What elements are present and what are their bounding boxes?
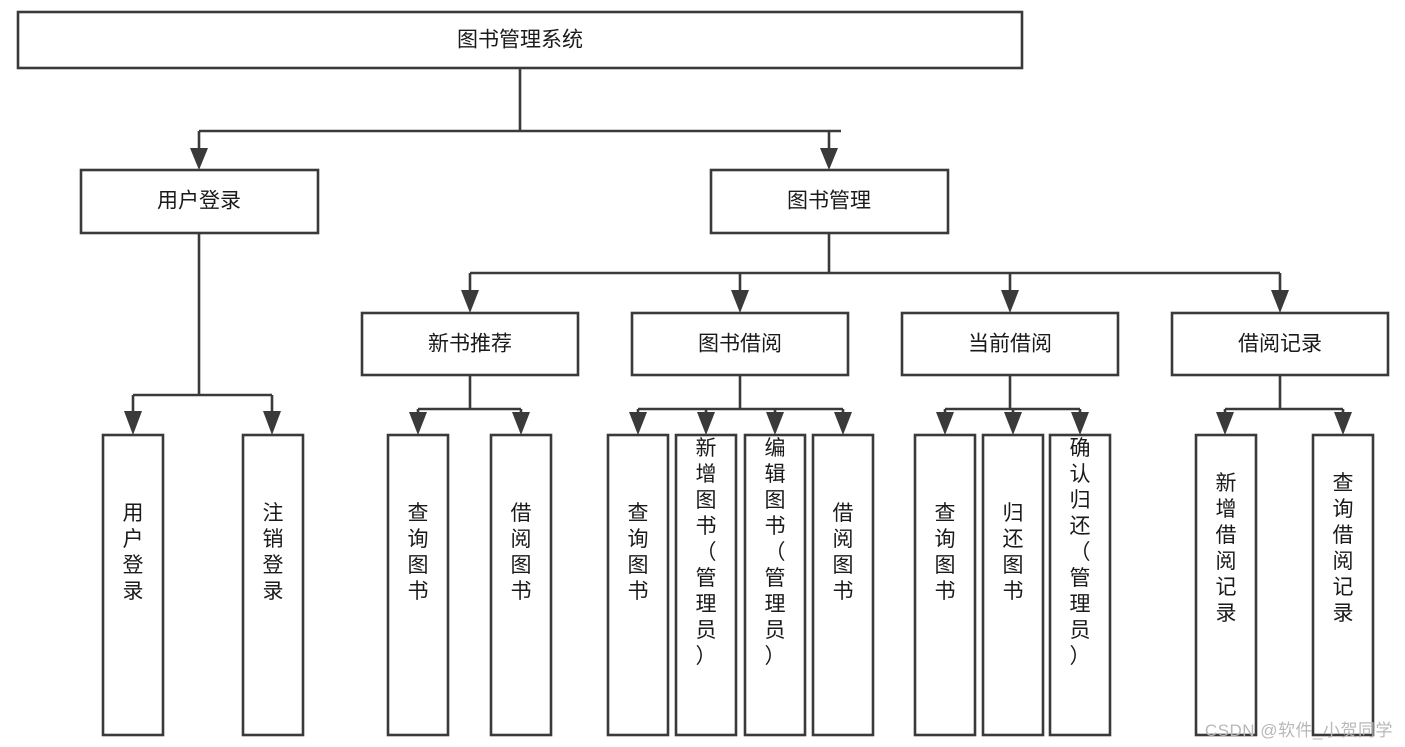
node-leaf-add-book-box[interactable] (674, 433, 738, 737)
node-leaf-add-book[interactable]: 新增图书（管理员） (674, 433, 738, 737)
node-leaf-query-book-2[interactable]: 查询图书 (606, 433, 670, 737)
node-book-management-box[interactable] (709, 168, 950, 235)
arrow-leaf-add-record (1216, 412, 1234, 435)
arrow-leaf-query-book-2 (629, 412, 647, 435)
node-leaf-user-login-label: 用户登录 (123, 502, 144, 603)
node-new-book-recommend-box[interactable] (360, 311, 580, 377)
node-leaf-query-book-1[interactable]: 查询图书 (386, 433, 450, 737)
node-current-borrow-label: 当前借阅 (968, 333, 1052, 356)
node-root-label: 图书管理系统 (457, 29, 583, 52)
node-book-borrow-box[interactable] (630, 311, 850, 377)
node-leaf-user-logout[interactable]: 注销登录 (241, 433, 305, 737)
node-leaf-borrow-book-1-box[interactable] (489, 433, 553, 737)
arrow-book-borrow (731, 290, 749, 313)
node-leaf-return-book[interactable]: 归还图书 (981, 433, 1045, 737)
node-new-book-recommend[interactable]: 新书推荐 (360, 311, 580, 377)
arrow-leaf-user-login (124, 411, 142, 435)
arrow-book-management (820, 148, 838, 170)
connector-group-newbook-to-leaves (409, 375, 530, 435)
connector-group-root-to-level2 (190, 68, 841, 170)
node-leaf-query-book-1-box[interactable] (386, 433, 450, 737)
node-leaf-query-book-2-label: 查询图书 (628, 502, 649, 603)
arrow-leaf-query-book-1 (409, 412, 427, 435)
connector-group-currentborrow-to-leaves (936, 375, 1089, 435)
node-book-management-label: 图书管理 (787, 190, 871, 213)
node-leaf-query-book-3-label: 查询图书 (935, 502, 956, 603)
arrow-user-login (190, 148, 208, 170)
node-leaf-return-book-box[interactable] (981, 433, 1045, 737)
arrow-leaf-borrow-book-2 (834, 412, 852, 435)
node-user-login-label: 用户登录 (157, 190, 241, 213)
node-leaf-confirm-return-label: 确认归还（管理员） (1070, 437, 1091, 668)
arrow-leaf-user-logout (263, 411, 281, 435)
arrow-leaf-edit-book (766, 412, 784, 435)
node-user-login-box[interactable] (79, 168, 320, 235)
node-book-management[interactable]: 图书管理 (709, 168, 950, 235)
connector-group-userlogin-to-leaves (124, 233, 281, 435)
connector-group-bookborrow-to-leaves (629, 375, 852, 435)
node-leaf-query-book-3-box[interactable] (913, 433, 977, 737)
arrow-leaf-return-book (1004, 412, 1022, 435)
node-leaf-query-record-label: 查询借阅记录 (1333, 472, 1354, 625)
connector-group-borrowrecord-to-leaves (1216, 375, 1352, 435)
arrow-current-borrow (1001, 290, 1019, 313)
node-leaf-edit-book-box[interactable] (743, 433, 807, 737)
node-leaf-confirm-return[interactable]: 确认归还（管理员） (1048, 433, 1112, 737)
node-user-login[interactable]: 用户登录 (79, 168, 320, 235)
node-leaf-borrow-book-2-box[interactable] (811, 433, 875, 737)
node-leaf-add-record[interactable]: 新增借阅记录 (1194, 433, 1258, 737)
node-leaf-edit-book-label: 编辑图书（管理员） (765, 437, 786, 668)
node-leaf-add-record-box[interactable] (1194, 433, 1258, 737)
arrow-leaf-query-record (1334, 412, 1352, 435)
arrow-borrow-record (1271, 290, 1289, 313)
node-root-box[interactable] (16, 10, 1024, 70)
arrow-new-book-recommend (461, 290, 479, 313)
arrow-leaf-add-book (697, 412, 715, 435)
node-book-borrow[interactable]: 图书借阅 (630, 311, 850, 377)
node-leaf-user-logout-box[interactable] (241, 433, 305, 737)
node-leaf-borrow-book-1-label: 借阅图书 (511, 502, 532, 603)
node-leaf-return-book-label: 归还图书 (1003, 502, 1024, 603)
node-borrow-record-box[interactable] (1170, 311, 1390, 377)
node-current-borrow-box[interactable] (900, 311, 1120, 377)
node-leaf-add-record-label: 新增借阅记录 (1216, 472, 1237, 625)
node-leaf-user-login-box[interactable] (101, 433, 165, 737)
node-leaf-query-record[interactable]: 查询借阅记录 (1311, 433, 1375, 737)
arrow-leaf-query-book-3 (936, 412, 954, 435)
node-borrow-record[interactable]: 借阅记录 (1170, 311, 1390, 377)
connector-group-bookmanagement-to-level3 (461, 233, 1289, 313)
node-current-borrow[interactable]: 当前借阅 (900, 311, 1120, 377)
csdn-watermark: CSDN @软件_小贺同学 (1204, 721, 1393, 740)
node-leaf-borrow-book-2[interactable]: 借阅图书 (811, 433, 875, 737)
node-leaf-query-book-1-label: 查询图书 (408, 502, 429, 603)
node-leaf-add-book-label: 新增图书（管理员） (696, 437, 717, 668)
node-book-borrow-label: 图书借阅 (698, 333, 782, 356)
node-leaf-borrow-book-1[interactable]: 借阅图书 (489, 433, 553, 737)
node-leaf-user-login[interactable]: 用户登录 (101, 433, 165, 737)
arrow-leaf-confirm-return (1071, 412, 1089, 435)
node-new-book-recommend-label: 新书推荐 (428, 333, 512, 356)
node-leaf-query-book-2-box[interactable] (606, 433, 670, 737)
arrow-leaf-borrow-book-1 (512, 412, 530, 435)
node-borrow-record-label: 借阅记录 (1238, 333, 1322, 356)
node-leaf-borrow-book-2-label: 借阅图书 (833, 502, 854, 603)
node-leaf-query-record-box[interactable] (1311, 433, 1375, 737)
node-leaf-confirm-return-box[interactable] (1048, 433, 1112, 737)
node-leaf-query-book-3[interactable]: 查询图书 (913, 433, 977, 737)
node-root[interactable]: 图书管理系统 (16, 10, 1024, 70)
node-leaf-edit-book[interactable]: 编辑图书（管理员） (743, 433, 807, 737)
node-leaf-user-logout-label: 注销登录 (263, 502, 284, 603)
